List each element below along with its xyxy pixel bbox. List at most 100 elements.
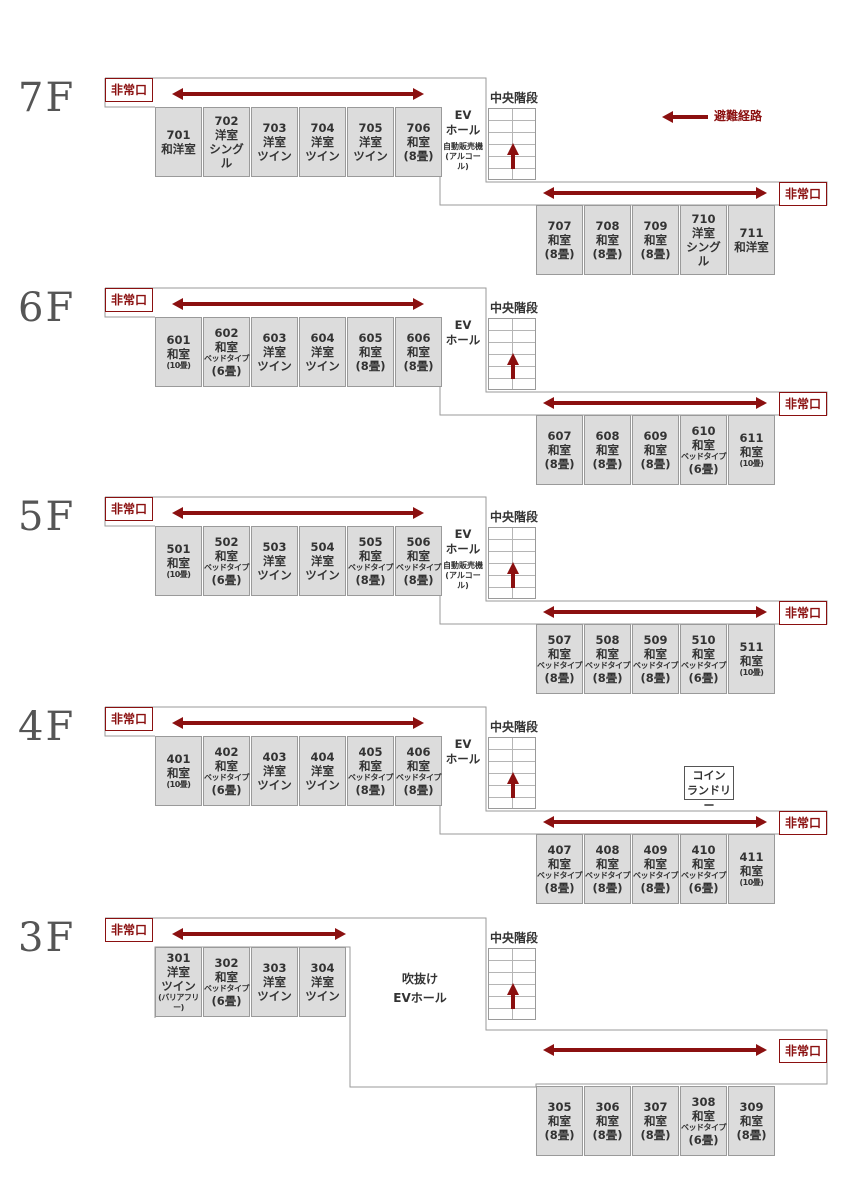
floor-outline [104, 496, 828, 625]
room-text-line: 和室 [644, 1114, 667, 1128]
room-text-line: 710 [691, 212, 716, 226]
room-text-line: 307 [643, 1100, 668, 1114]
room-text-line: 607 [547, 429, 572, 443]
room-text-line: 301 [166, 951, 191, 965]
stairs-label: 中央階段 [490, 931, 539, 945]
room-text-line: (8畳) [403, 783, 434, 797]
room-text-line: 405 [358, 745, 383, 759]
room-text-line: (8畳) [592, 1128, 623, 1142]
room-text-line: 309 [739, 1100, 764, 1114]
room-text-line: 和室 [359, 345, 382, 359]
room-text-line: ベッドタイプ [348, 563, 394, 572]
route-arrow-head [413, 88, 424, 100]
room-text-line: (バリアフリー) [158, 993, 199, 1012]
stairs-icon [488, 318, 536, 390]
room-text-line: 704 [310, 121, 335, 135]
room-text-line: 和室 [644, 233, 667, 247]
up-arrow-icon [507, 562, 519, 588]
room-text-line: 洋室 [692, 226, 715, 240]
emergency-exit-right: 非常口 [779, 1039, 827, 1063]
room-text-line: 304 [310, 961, 335, 975]
room-text-line: 和室 [644, 443, 667, 457]
room-text-line: ベッドタイプ [204, 563, 250, 572]
room-text-line: (8畳) [640, 1128, 671, 1142]
room-text-line: (8畳) [544, 671, 575, 685]
route-arrow-head [756, 397, 767, 409]
room-text-line: 和室 [548, 1114, 571, 1128]
room-text-line: 606 [406, 331, 431, 345]
room-text-line: 305 [547, 1100, 572, 1114]
room-text-line: 洋室 [215, 128, 238, 142]
room-text-line: 洋室 [167, 965, 190, 979]
room-text-line: 511 [739, 640, 764, 654]
room-text-line: (6畳) [688, 462, 719, 476]
room-text-line: (8畳) [403, 149, 434, 163]
room-text-line: 605 [358, 331, 383, 345]
room-text-line: (10畳) [739, 668, 764, 677]
route-arrow-head [756, 816, 767, 828]
room-text-line: (8畳) [544, 247, 575, 261]
room-text-line: 409 [643, 843, 668, 857]
room-text-line: ベッドタイプ [633, 871, 679, 880]
route-arrow-head [335, 928, 346, 940]
route-arrow-head [413, 717, 424, 729]
room-text-line: 510 [691, 633, 716, 647]
room-text-line: (8畳) [355, 783, 386, 797]
room-text-line: 302 [214, 956, 239, 970]
up-arrow-icon [507, 143, 519, 169]
